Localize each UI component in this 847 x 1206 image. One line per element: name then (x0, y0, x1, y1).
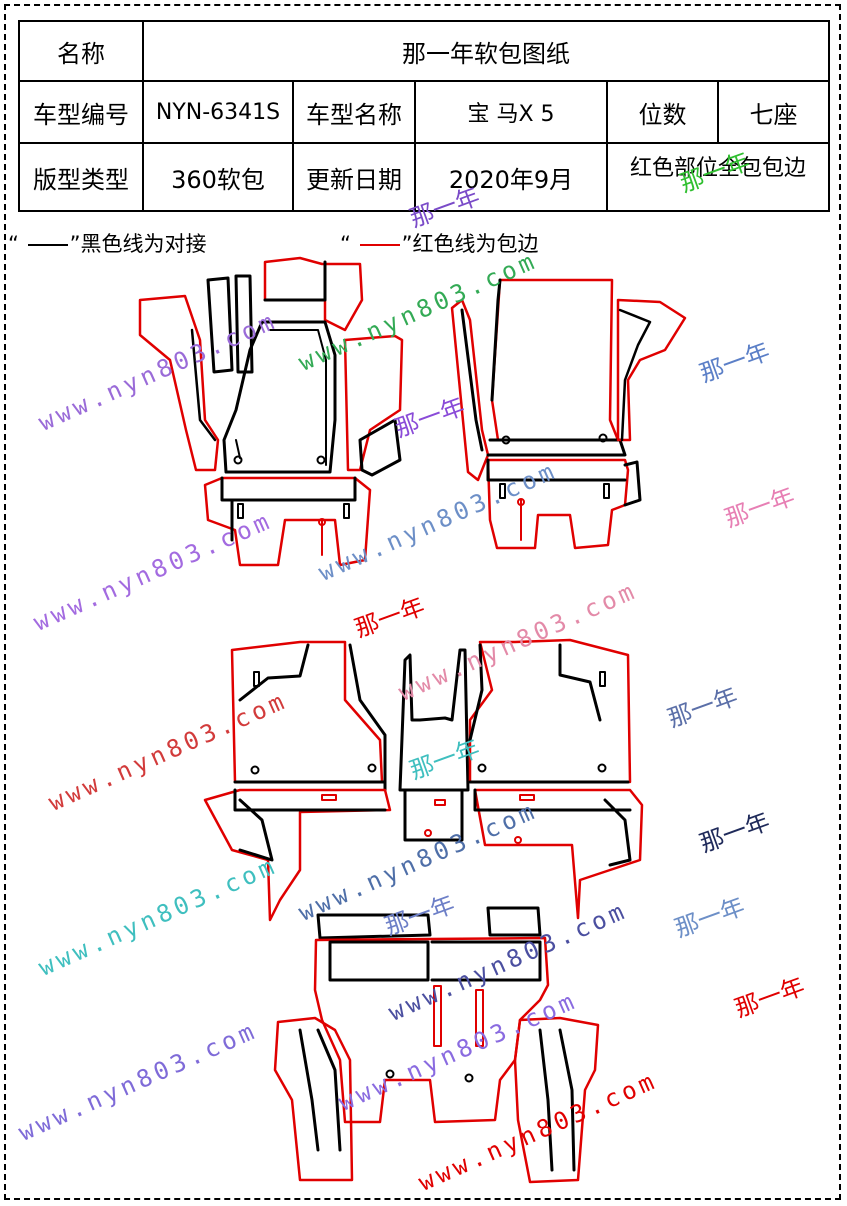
second-row-left-hole-b (367, 763, 377, 773)
passenger-lower-slot-right (603, 483, 610, 499)
second-row-right-piece-edge (468, 643, 630, 784)
second-row-center-dot (424, 829, 432, 837)
front-right-pattern-group (450, 278, 687, 550)
passenger-floor-piece-edge (486, 278, 627, 457)
legend-red-line: “ ”红色线为包边 (340, 228, 538, 258)
seats-value: 七座 (717, 80, 830, 144)
third-row-left-pad (316, 913, 432, 940)
model-name-value: 宝 马X 5 (414, 80, 608, 144)
front-left-pattern-group (138, 256, 404, 567)
second-row-right-slot (599, 671, 606, 687)
legend-black-line: “ ”黑色线为对接 (8, 228, 206, 258)
legend-black-prefix: “ (8, 232, 19, 256)
second-row-left-lower (203, 788, 392, 922)
front-top-piece-edge (263, 260, 327, 302)
front-lower-slot-left (237, 503, 244, 519)
type-label: 版型类型 (18, 142, 144, 212)
edge-note: 红色部位全包包边 (606, 142, 830, 212)
driver-floor-piece-inner (235, 329, 327, 466)
front-lower-center-dot (318, 518, 326, 526)
third-row-pattern-group (273, 906, 600, 1184)
left-side-flap-piece (138, 294, 220, 472)
third-row-right-pad (486, 906, 542, 937)
front-top-piece (263, 256, 364, 332)
model-name-label: 车型名称 (292, 80, 416, 144)
type-value: 360软包 (142, 142, 294, 212)
date-value: 2020年9月 (414, 142, 608, 212)
second-row-left-lower-edge (233, 788, 387, 862)
legend-red-text: ”红色线为包边 (401, 232, 539, 256)
passenger-side-strip-inner (460, 308, 484, 452)
spec-table: 名称 那一年软包图纸 车型编号 NYN-6341S 车型名称 宝 马X 5 位数… (18, 20, 830, 212)
second-row-right-lower-slot (519, 794, 535, 801)
second-row-center-slot (434, 799, 446, 806)
passenger-lower-piece-edge (486, 458, 642, 507)
second-row-right-lower-edge (473, 788, 632, 867)
second-row-left-hole-a (250, 765, 260, 775)
front-strip-piece (206, 274, 254, 374)
drawing-title: 那一年软包图纸 (142, 20, 830, 82)
second-row-right-hole-a (477, 763, 487, 773)
second-row-pattern-group (203, 638, 644, 922)
second-row-right-lower (473, 788, 644, 920)
trunk-main-piece-inner (328, 940, 542, 982)
driver-floor-hole-left (233, 455, 243, 465)
passenger-floor-piece (490, 278, 620, 442)
passenger-floor-hole-right (598, 433, 608, 443)
model-code-value: NYN-6341S (142, 80, 294, 144)
trunk-hole-left (385, 1069, 395, 1079)
date-label: 更新日期 (292, 142, 416, 212)
second-row-left-slot (253, 671, 260, 687)
passenger-lower-center-dot (517, 498, 525, 506)
seats-label: 位数 (606, 80, 719, 144)
trunk-left-side-inner (298, 1028, 342, 1152)
second-row-left-piece-edge (233, 643, 387, 792)
second-row-left-lower-slot (321, 794, 337, 801)
trunk-slot-right (475, 989, 484, 1047)
passenger-right-flap-inner (618, 308, 652, 442)
trunk-hole-right (464, 1073, 474, 1083)
red-line-sample (359, 244, 400, 246)
black-line-sample (27, 244, 68, 246)
driver-floor-hole-right (316, 455, 326, 465)
model-code-label: 车型编号 (18, 80, 144, 144)
trunk-right-side (513, 1016, 600, 1184)
trunk-left-side (273, 1016, 354, 1182)
driver-floor-piece (222, 320, 337, 474)
name-label: 名称 (18, 20, 144, 82)
second-row-center-tunnel-lower (403, 788, 464, 842)
passenger-side-strip (450, 298, 490, 482)
second-row-right-lower-dot (514, 836, 522, 844)
tunnel-piece-left-inner (358, 418, 402, 477)
left-side-flap-piece-inner (190, 328, 217, 442)
front-lower-slot-right (343, 503, 350, 519)
trunk-right-side-inner (538, 1028, 576, 1172)
trunk-main-piece (313, 936, 550, 1124)
front-lower-piece-edge (220, 476, 357, 542)
tunnel-piece-left (343, 334, 404, 472)
passenger-floor-hole-left (501, 435, 511, 445)
second-row-right-hole-b (597, 763, 607, 773)
legend-red-prefix: “ (340, 232, 351, 256)
legend-black-text: ”黑色线为对接 (69, 232, 207, 256)
passenger-lower-slot-left (499, 483, 506, 499)
second-row-center-tunnel (398, 648, 470, 792)
second-row-right-piece (468, 638, 632, 784)
passenger-lower-piece (486, 458, 630, 550)
trunk-slot-left (433, 985, 442, 1047)
drawing-sheet-border (4, 4, 841, 1200)
